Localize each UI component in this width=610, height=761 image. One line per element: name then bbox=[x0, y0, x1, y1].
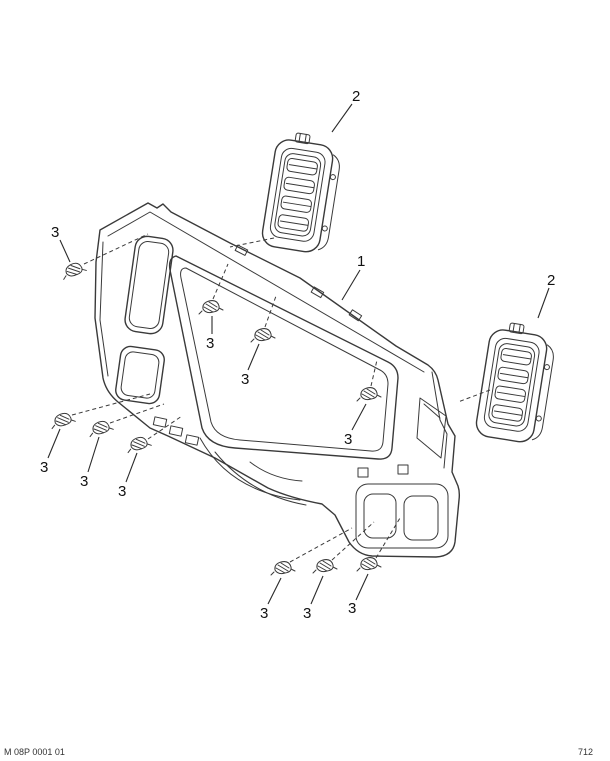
cluster-opening-inner bbox=[180, 267, 389, 452]
instrument-panel-bezel bbox=[94, 202, 461, 558]
retainer-clip bbox=[49, 411, 77, 430]
callout-numbers: 2 1 2 3 3 3 3 3 3 3 3 3 3 bbox=[40, 88, 555, 622]
figure-number: M 08P 0001 01 bbox=[4, 747, 65, 757]
callout-3: 3 bbox=[303, 605, 311, 622]
left-switch-opening-upper bbox=[124, 235, 174, 335]
air-vent-right bbox=[473, 319, 559, 446]
callout-3: 3 bbox=[118, 483, 126, 500]
callout-3: 3 bbox=[80, 473, 88, 490]
assembly-dashed-lines bbox=[71, 233, 491, 563]
right-side-slot bbox=[416, 397, 447, 459]
bezel-left-inner-edge bbox=[99, 241, 109, 377]
callout-3: 3 bbox=[344, 431, 352, 448]
retainer-clip bbox=[356, 557, 382, 572]
callout-3: 3 bbox=[348, 600, 356, 617]
retainer-clip bbox=[87, 419, 115, 438]
cluster-opening-outer bbox=[168, 255, 399, 460]
callout-leader-lines bbox=[47, 103, 550, 605]
retainer-clip bbox=[312, 559, 338, 574]
retainer-clip bbox=[356, 387, 382, 402]
callout-3: 3 bbox=[206, 335, 214, 352]
callout-3: 3 bbox=[40, 459, 48, 476]
bezel-outer-outline bbox=[94, 202, 461, 558]
left-switch-opening-lower bbox=[115, 345, 165, 405]
callout-2-right: 2 bbox=[547, 272, 555, 289]
retainer-clip bbox=[250, 328, 276, 343]
retainer-clips bbox=[49, 260, 382, 576]
bezel-right-inner-edge bbox=[431, 371, 448, 469]
figure-footer: M 08P 0001 01 712 bbox=[4, 747, 593, 757]
callout-3: 3 bbox=[241, 371, 249, 388]
air-vent-top bbox=[259, 129, 345, 256]
retainer-clip bbox=[270, 561, 296, 576]
lower-left-mount-tabs bbox=[152, 416, 200, 446]
figure-page-code: 712 bbox=[578, 747, 593, 757]
callout-2-top: 2 bbox=[352, 88, 360, 105]
retainer-clip bbox=[198, 300, 224, 315]
callout-3: 3 bbox=[260, 605, 268, 622]
retainer-clip bbox=[60, 260, 88, 280]
callout-1: 1 bbox=[357, 253, 365, 270]
callout-3: 3 bbox=[51, 224, 59, 241]
top-edge-notches bbox=[234, 244, 363, 322]
lower-right-pod bbox=[355, 464, 449, 549]
steering-column-area bbox=[199, 437, 307, 506]
bezel-top-inner-edge bbox=[107, 211, 425, 373]
